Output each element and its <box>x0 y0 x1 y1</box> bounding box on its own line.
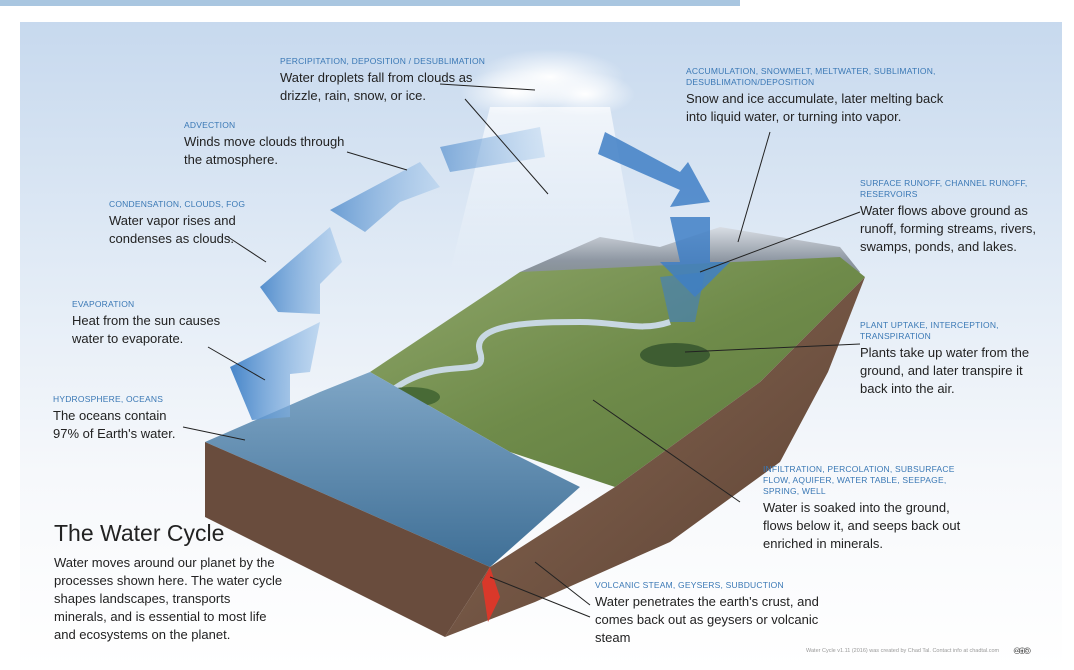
label-evaporation: EVAPORATION Heat from the sun causes wat… <box>72 299 232 348</box>
label-category: PERCIPITATION, DEPOSITION / DESUBLIMATIO… <box>280 56 486 66</box>
water-cycle-illustration <box>182 49 865 637</box>
label-category: HYDROSPHERE, OCEANS <box>53 394 164 404</box>
leader-lines <box>182 83 861 618</box>
intro-paragraph: Water moves around our planet by the pro… <box>54 555 283 642</box>
cloud <box>460 49 635 116</box>
cc-license-icon[interactable]: 🅭🅯🄎 <box>1014 646 1031 657</box>
label-category: CONDENSATION, CLOUDS, FOG <box>109 199 246 209</box>
ocean-cross-section <box>205 442 490 637</box>
label-category: SURFACE RUNOFF, CHANNEL RUNOFF, RESERVOI… <box>860 178 1028 199</box>
label-accumulation: ACCUMULATION, SNOWMELT, MELTWATER, SUBLI… <box>686 66 956 126</box>
label-precipitation: PERCIPITATION, DEPOSITION / DESUBLIMATIO… <box>280 56 510 105</box>
label-category: VOLCANIC STEAM, GEYSERS, SUBDUCTION <box>595 580 784 590</box>
diagram-title: The Water Cycle <box>54 520 225 546</box>
cycle-arrows <box>230 127 730 420</box>
forest <box>640 343 710 367</box>
label-hydrosphere: HYDROSPHERE, OCEANS The oceans contain 9… <box>53 394 193 443</box>
label-plant-uptake: PLANT UPTAKE, INTERCEPTION, TRANSPIRATIO… <box>860 320 1040 398</box>
label-description: Water flows above ground as runoff, form… <box>860 203 1037 254</box>
label-category: ACCUMULATION, SNOWMELT, MELTWATER, SUBLI… <box>686 66 936 87</box>
label-volcanic: VOLCANIC STEAM, GEYSERS, SUBDUCTION Wate… <box>595 580 855 647</box>
river <box>388 318 671 395</box>
label-advection: ADVECTION Winds move clouds through the … <box>184 120 354 169</box>
top-bar <box>0 0 740 6</box>
label-category: INFILTRATION, PERCOLATION, SUBSURFACE FL… <box>763 464 955 496</box>
label-description: Water penetrates the earth's crust, and … <box>595 594 819 645</box>
label-description: Water is soaked into the ground, flows b… <box>763 500 961 551</box>
label-category: EVAPORATION <box>72 299 135 309</box>
label-description: Water droplets fall from clouds as drizz… <box>280 70 473 103</box>
label-description: Winds move clouds through the atmosphere… <box>184 134 345 167</box>
label-description: The oceans contain 97% of Earth's water. <box>53 408 176 441</box>
label-infiltration: INFILTRATION, PERCOLATION, SUBSURFACE FL… <box>763 464 963 553</box>
label-description: Water vapor rises and condenses as cloud… <box>109 213 236 246</box>
label-category: ADVECTION <box>184 120 236 130</box>
label-description: Snow and ice accumulate, later melting b… <box>686 91 944 124</box>
magma <box>482 567 500 622</box>
label-description: Plants take up water from the ground, an… <box>860 345 1030 396</box>
label-description: Heat from the sun causes water to evapor… <box>72 313 221 346</box>
land-surface <box>370 257 865 487</box>
diagram-panel: PERCIPITATION, DEPOSITION / DESUBLIMATIO… <box>20 22 1062 668</box>
ocean <box>205 372 580 567</box>
credit-line: Water Cycle v1.11 (2016) was created by … <box>806 648 1000 654</box>
label-surface-runoff: SURFACE RUNOFF, CHANNEL RUNOFF, RESERVOI… <box>860 178 1040 256</box>
label-category: PLANT UPTAKE, INTERCEPTION, TRANSPIRATIO… <box>860 320 999 341</box>
rock-cross-section <box>445 277 865 637</box>
label-condensation: CONDENSATION, CLOUDS, FOG Water vapor ri… <box>109 199 269 248</box>
